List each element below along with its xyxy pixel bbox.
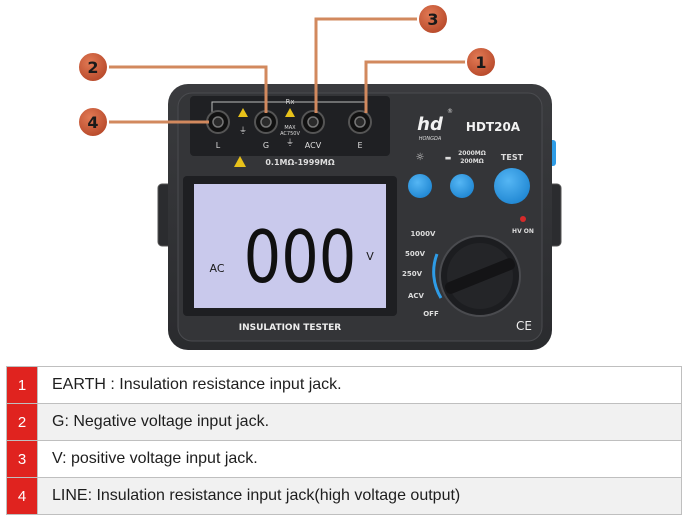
brand-subname: HONGDA xyxy=(419,136,442,142)
legend-text: V: positive voltage input jack. xyxy=(37,440,682,478)
rotary-dial-pointer xyxy=(444,258,516,294)
test-label: TEST xyxy=(501,153,524,162)
ground-icon-2: ⏚ xyxy=(286,138,294,147)
jack-acv xyxy=(301,110,325,134)
dial-500v: 500V xyxy=(405,250,426,258)
warning-icon-2 xyxy=(285,108,295,117)
callout-badge-1: 1 xyxy=(465,46,497,78)
callout-badge-3-number: 3 xyxy=(427,10,438,29)
hv-on-label: HV ON xyxy=(512,228,534,235)
callout-badge-4-number: 4 xyxy=(87,113,98,132)
callout-badge-2-number: 2 xyxy=(87,58,98,77)
panel-label: INSULATION TESTER xyxy=(239,323,342,333)
legend-number: 2 xyxy=(6,403,38,441)
lcd-screen xyxy=(194,184,386,308)
range-high-label: 2000MΩ xyxy=(458,150,486,157)
insulation-tester-illustration: Rx L ⏚ G MAX AC750V ⏚ ACV E 0.1MΩ-1999MΩ… xyxy=(77,3,562,350)
backlight-icon: ☼ xyxy=(416,152,425,163)
lcd-mode: AC xyxy=(209,262,224,275)
range-button xyxy=(450,174,474,198)
hv-on-led xyxy=(520,216,526,222)
dial-1000v: 1000V xyxy=(411,230,436,238)
dial-off: OFF xyxy=(423,310,439,318)
jack-e xyxy=(348,110,372,134)
legend-number: 1 xyxy=(6,366,38,404)
legend-number: 3 xyxy=(6,440,38,478)
callout-badge-3: 3 xyxy=(417,3,449,35)
legend-row: 3 V: positive voltage input jack. xyxy=(6,440,682,478)
callout-3-line xyxy=(314,17,417,113)
range-warning-icon xyxy=(234,156,246,167)
brand-logo: hd xyxy=(417,114,444,135)
model-name: HDT20A xyxy=(466,120,521,134)
jack-panel xyxy=(190,96,390,156)
legend-row: 4 LINE: Insulation resistance input jack… xyxy=(6,477,682,515)
callout-2-line xyxy=(109,65,268,113)
ce-mark: CE xyxy=(516,319,532,333)
test-button xyxy=(494,168,530,204)
callout-badge-2: 2 xyxy=(77,51,109,83)
range-label: 0.1MΩ-1999MΩ xyxy=(265,158,334,167)
lcd-unit: V xyxy=(366,250,374,263)
jack-g xyxy=(254,110,278,134)
jack-label-g: G xyxy=(263,141,269,150)
max-voltage-label: AC750V xyxy=(280,131,300,137)
backlight-button xyxy=(408,174,432,198)
jack-l xyxy=(206,110,230,134)
dial-250v: 250V xyxy=(402,270,423,278)
range-low-label: 200MΩ xyxy=(460,158,484,165)
dial-acv: ACV xyxy=(408,292,425,300)
legend-row: 2 G: Negative voltage input jack. xyxy=(6,403,682,441)
callout-badge-4: 4 xyxy=(77,106,109,138)
max-label: MAX xyxy=(284,125,296,131)
jack-label-acv: ACV xyxy=(305,141,322,150)
jack-label-e: E xyxy=(357,141,362,150)
callout-1-line xyxy=(364,60,466,113)
jack-legend-table: 1 EARTH : Insulation resistance input ja… xyxy=(6,366,682,515)
warning-icon xyxy=(238,108,248,117)
rx-label: Rx xyxy=(285,98,294,106)
legend-number: 4 xyxy=(6,477,38,515)
brand-registered-mark: ® xyxy=(447,108,453,115)
dial-scale-arc xyxy=(432,253,443,299)
ground-icon: ⏚ xyxy=(239,126,247,135)
callout-badge-1-number: 1 xyxy=(475,53,486,72)
legend-row: 1 EARTH : Insulation resistance input ja… xyxy=(6,366,682,404)
jack-label-l: L xyxy=(216,141,221,150)
lcd-reading: 000 xyxy=(244,215,357,299)
legend-text: EARTH : Insulation resistance input jack… xyxy=(37,366,682,404)
legend-text: LINE: Insulation resistance input jack(h… xyxy=(37,477,682,515)
range-toggle-icon: ▬ xyxy=(445,154,452,162)
legend-text: G: Negative voltage input jack. xyxy=(37,403,682,441)
